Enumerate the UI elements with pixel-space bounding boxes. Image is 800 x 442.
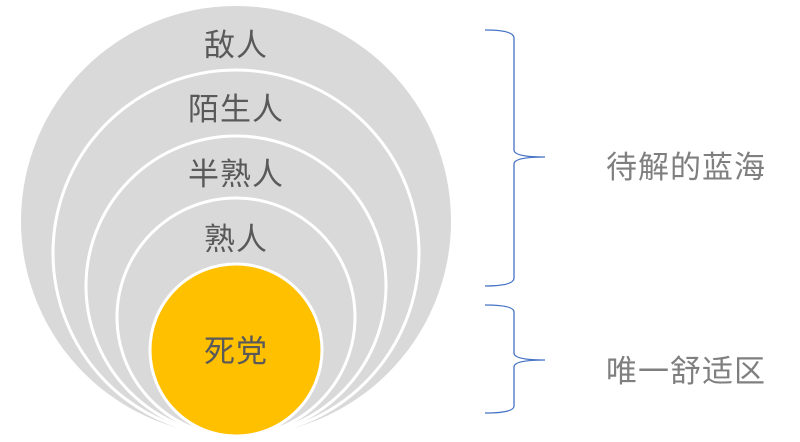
circle-best-friends: [148, 262, 324, 438]
bracket-comfort-zone: [484, 304, 546, 414]
label-best-friends: 死党: [204, 334, 268, 370]
bracket-blue-ocean: [484, 29, 546, 287]
label-enemies: 敌人: [204, 28, 268, 64]
label-familiar: 熟人: [204, 222, 268, 258]
label-comfort-zone: 唯一舒适区: [606, 354, 766, 390]
label-strangers: 陌生人: [188, 92, 284, 128]
label-acquaintances: 半熟人: [188, 157, 284, 193]
label-blue-ocean: 待解的蓝海: [606, 150, 766, 186]
